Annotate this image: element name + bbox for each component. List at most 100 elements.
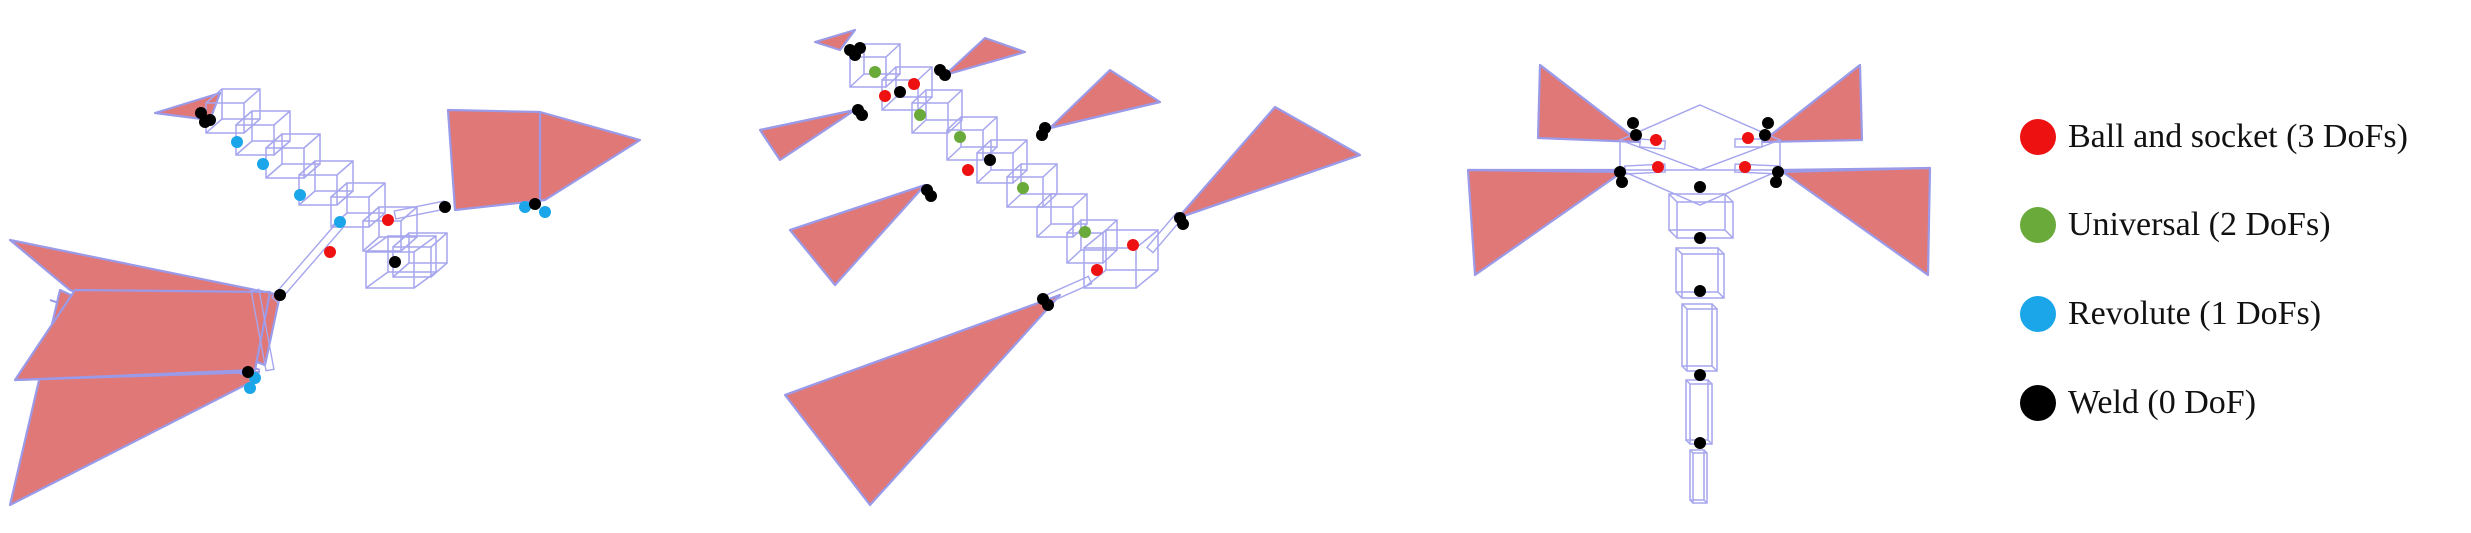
m1-body-box-6-edge-1 bbox=[430, 232, 448, 248]
m2-joint-weld-10 bbox=[925, 190, 937, 202]
m3-tail-box-4-edge-3 bbox=[1689, 499, 1694, 504]
m1-body-box-main-edge-0 bbox=[365, 235, 389, 253]
legend-label-revolute: Revolute (1 DoFs) bbox=[2068, 295, 2322, 332]
m2-body-box-5-edge-0 bbox=[1006, 163, 1022, 178]
m1-body-box-4-edge-1 bbox=[368, 182, 386, 198]
m3-joint-weld-3 bbox=[1759, 129, 1771, 141]
m2-joint-universal-1 bbox=[914, 109, 926, 121]
m1-joint-revolute-7 bbox=[244, 382, 256, 394]
m1-joint-revolute-3 bbox=[334, 216, 346, 228]
weld-marker-icon bbox=[2020, 385, 2056, 421]
m3-tail-box-4-front bbox=[1689, 449, 1705, 501]
m1-body-box-4-edge-0 bbox=[330, 182, 348, 198]
legend-item-ball-socket: Ball and socket (3 DoFs) bbox=[2020, 118, 2408, 156]
m2-body-box-3-edge-0 bbox=[946, 116, 962, 131]
m2-wing-right-front bbox=[943, 36, 1027, 77]
m3-joint-weld-7 bbox=[1770, 176, 1782, 188]
m2-body-box-7-edge-3 bbox=[1066, 249, 1082, 264]
m1-body-box-0-edge-1 bbox=[243, 88, 261, 104]
m1-body-box-0-edge-3 bbox=[205, 118, 223, 134]
m3-tail-box-1-edge-0 bbox=[1675, 247, 1683, 255]
m3-tail-box-2-edge-1 bbox=[1711, 303, 1718, 310]
m2-wing-right-mid-rib-0 bbox=[1049, 100, 1161, 130]
m3-tail-box-1-edge-3 bbox=[1675, 291, 1683, 299]
m2-joint-ball-3 bbox=[1127, 239, 1139, 251]
m2-joint-weld-12 bbox=[1042, 299, 1054, 311]
m3-wing-right-front-rib-0 bbox=[1761, 64, 1861, 143]
m1-joint-weld-3 bbox=[274, 289, 286, 301]
m3-tail-box-3-edge-3 bbox=[1685, 439, 1691, 445]
m2-joint-universal-2 bbox=[954, 131, 966, 143]
m1-body-box-3-edge-3 bbox=[298, 190, 316, 206]
m2-wing-right-mid bbox=[1048, 68, 1162, 130]
m2-body-box-3-edge-3 bbox=[946, 146, 962, 161]
m1-rod-right bbox=[393, 200, 447, 220]
m2-wing-left-front-rib-0 bbox=[759, 108, 856, 132]
m1-body-box-1-edge-1 bbox=[273, 110, 291, 126]
m1-joint-ball-0 bbox=[382, 214, 394, 226]
m3-tail-box-3-edge-0 bbox=[1685, 379, 1691, 385]
m1-body-box-1-edge-3 bbox=[235, 140, 253, 156]
m1-joint-weld-0 bbox=[195, 107, 207, 119]
m2-body-box-main-edge-0 bbox=[1083, 229, 1107, 249]
legend-item-universal: Universal (2 DoFs) bbox=[2020, 206, 2331, 244]
m2-body-box-1-edge-3 bbox=[881, 96, 897, 111]
m2-rod-right bbox=[1145, 211, 1185, 254]
m1-joint-revolute-0 bbox=[231, 136, 243, 148]
m1-body-box-0-edge-0 bbox=[205, 88, 223, 104]
m1-body-box-3-edge-0 bbox=[298, 160, 316, 176]
legend-label-ball-socket: Ball and socket (3 DoFs) bbox=[2068, 118, 2408, 155]
legend-item-weld: Weld (0 DoF) bbox=[2020, 384, 2256, 422]
m2-body-box-2-edge-2 bbox=[947, 119, 963, 134]
m1-body-box-5-edge-0 bbox=[362, 206, 380, 222]
ball-socket-marker-icon bbox=[2020, 119, 2056, 155]
m2-joint-weld-8 bbox=[856, 109, 868, 121]
m2-body-box-4-edge-3 bbox=[976, 169, 992, 184]
m2-body-box-6-edge-1 bbox=[1072, 193, 1088, 208]
m2-joint-universal-0 bbox=[869, 66, 881, 78]
m3-tail-box-3-edge-1 bbox=[1707, 379, 1713, 385]
m2-wing-left-tail bbox=[813, 28, 857, 52]
m2-body-box-0-edge-3 bbox=[849, 73, 865, 88]
m1-joint-weld-2 bbox=[439, 201, 451, 213]
m3-joint-ball-1 bbox=[1742, 132, 1754, 144]
m3-joint-weld-8 bbox=[1694, 181, 1706, 193]
m2-body-box-2-edge-0 bbox=[911, 89, 927, 104]
m1-body-box-2-edge-2 bbox=[303, 163, 321, 179]
m3-tail-box-2-edge-3 bbox=[1681, 365, 1688, 372]
m1-joint-revolute-2 bbox=[294, 189, 306, 201]
m2-body-box-1-edge-1 bbox=[917, 66, 933, 81]
m3-body-top-upper bbox=[1618, 104, 1782, 171]
joint-markers bbox=[195, 42, 1784, 449]
m2-body-box-6-edge-0 bbox=[1036, 193, 1052, 208]
m3-tail-box-1-edge-2 bbox=[1717, 291, 1725, 299]
m3-tail-box-4-edge-0 bbox=[1689, 449, 1694, 454]
m2-body-box-4-edge-0 bbox=[976, 139, 992, 154]
m2-joint-weld-16 bbox=[894, 86, 906, 98]
m3-body-top-lower bbox=[1619, 169, 1781, 206]
m2-joint-ball-2 bbox=[962, 164, 974, 176]
m3-tail-box-0-edge-3 bbox=[1668, 229, 1678, 239]
m2-body-box-5-edge-3 bbox=[1006, 193, 1022, 208]
m1-body-box-3-edge-1 bbox=[336, 160, 354, 176]
m3-wing-left-rear bbox=[1466, 168, 1627, 277]
m3-joint-weld-10 bbox=[1694, 285, 1706, 297]
m1-body-box-main-edge-1 bbox=[413, 235, 437, 253]
m2-joint-universal-3 bbox=[1017, 182, 1029, 194]
m2-joint-ball-1 bbox=[908, 78, 920, 90]
legend-item-revolute: Revolute (1 DoFs) bbox=[2020, 295, 2321, 333]
universal-marker-icon bbox=[2020, 207, 2056, 243]
m1-joint-weld-4 bbox=[389, 256, 401, 268]
m3-tail-box-1-edge-1 bbox=[1717, 247, 1725, 255]
m1-joint-revolute-4 bbox=[519, 201, 531, 213]
m2-wing-left-mid bbox=[788, 183, 927, 287]
m2-joint-weld-15 bbox=[984, 154, 996, 166]
m1-joint-weld-6 bbox=[242, 366, 254, 378]
m3-joint-weld-1 bbox=[1630, 129, 1642, 141]
m3-joint-weld-5 bbox=[1616, 176, 1628, 188]
m2-body-box-5-edge-1 bbox=[1042, 163, 1058, 178]
m3-tail-box-0-edge-2 bbox=[1724, 229, 1734, 239]
m1-body-box-4-edge-2 bbox=[368, 212, 386, 228]
m3-joint-weld-11 bbox=[1694, 369, 1706, 381]
